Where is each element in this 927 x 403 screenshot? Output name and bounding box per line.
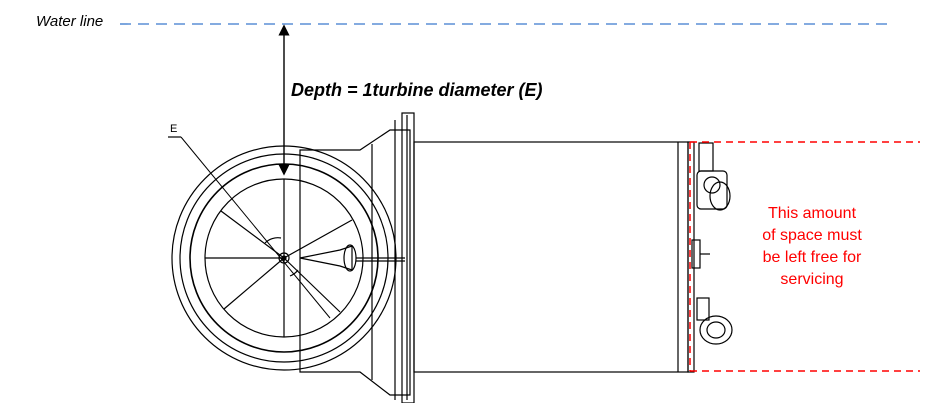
service-zone: This amount of space must be left free f… [689,141,920,372]
service-note-line-3: be left free for [763,249,862,266]
service-note-line-2: of space must [762,227,862,244]
e-marker-label: E [170,123,177,135]
service-note-line-1: This amount [768,205,857,222]
turbine-drawing: E [168,112,733,403]
service-note-line-4: servicing [780,271,843,288]
water-line-label: Water line [36,13,103,30]
depth-label: Depth = 1turbine diameter (E) [291,80,543,100]
